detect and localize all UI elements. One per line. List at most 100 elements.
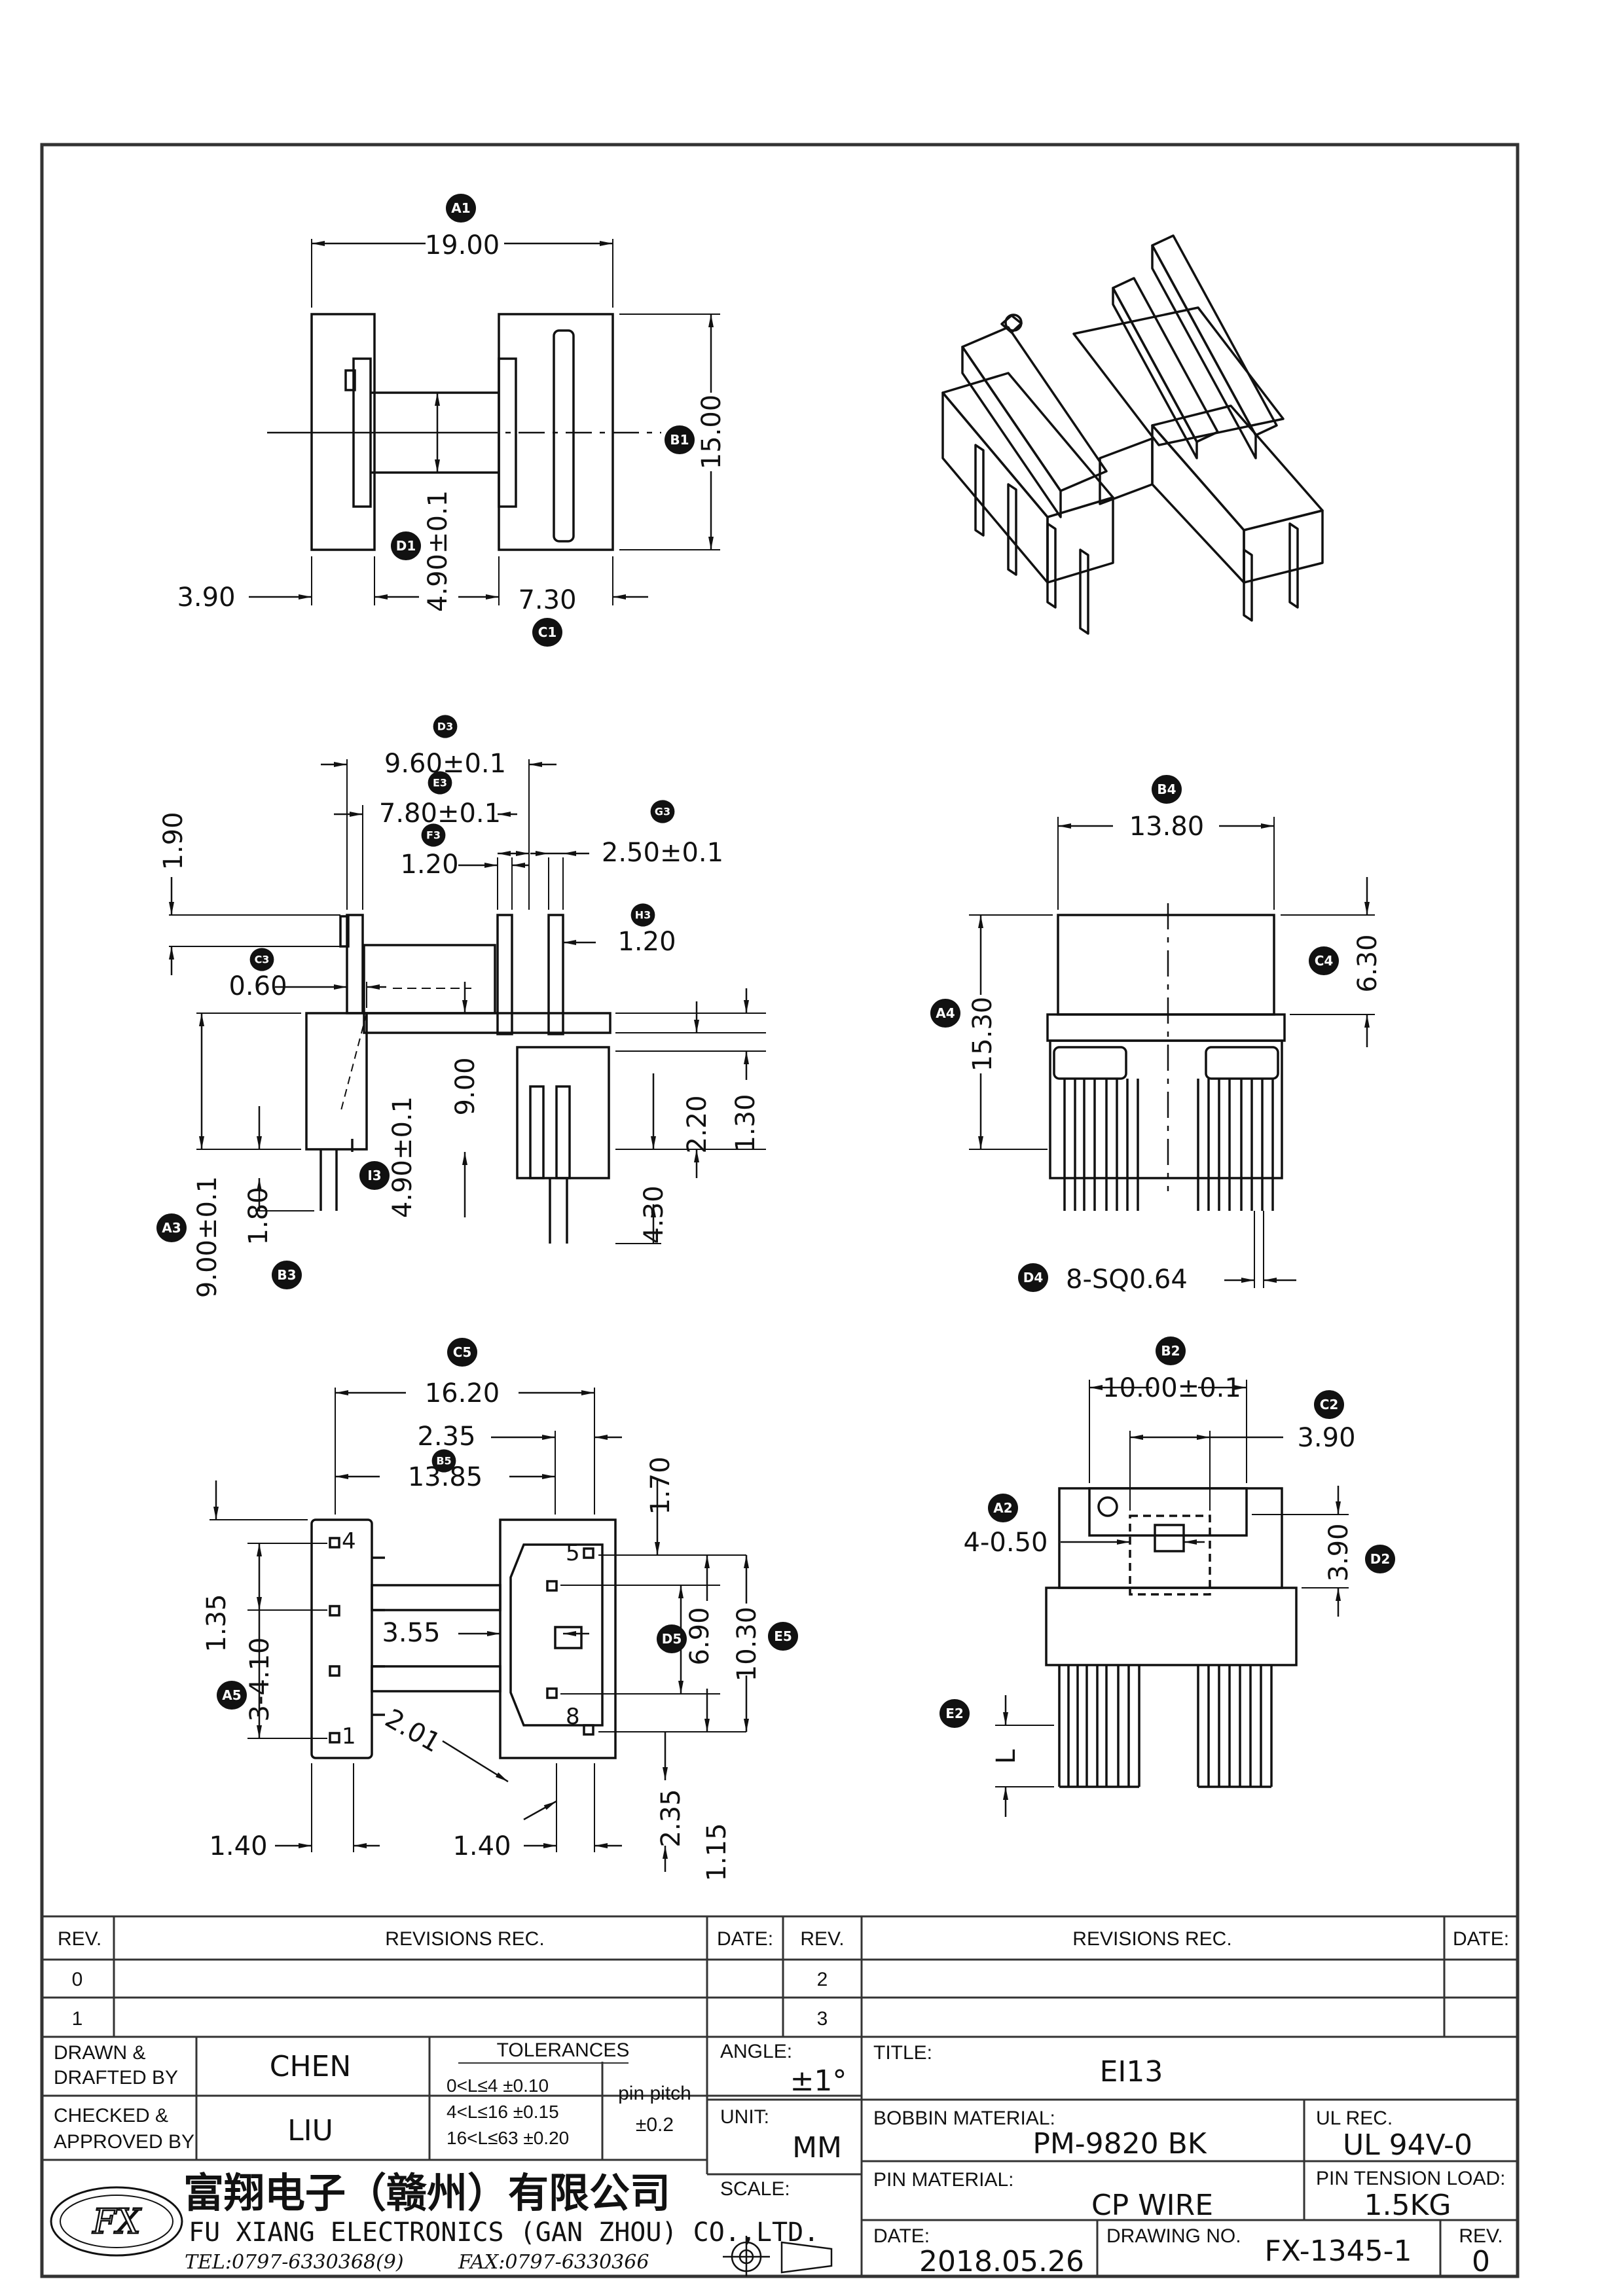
logo-text: FX bbox=[92, 2202, 141, 2242]
rev-header-left: REV. bbox=[58, 1928, 101, 1950]
company-name-cn: 富翔电子（赣州）有限公司 bbox=[183, 2169, 670, 2217]
unit-value: MM bbox=[792, 2131, 842, 2164]
angle-value: ±1° bbox=[790, 2064, 847, 2098]
title-value: EI13 bbox=[1100, 2055, 1163, 2089]
unit-label: UNIT: bbox=[720, 2106, 769, 2128]
date-value: 2018.05.26 bbox=[919, 2245, 1084, 2278]
company-fax: FAX:0797-6330366 bbox=[458, 2251, 649, 2274]
tolerance-1: 0<L≤4 ±0.10 bbox=[447, 2075, 549, 2096]
title-block-lines bbox=[42, 1915, 1518, 2276]
label-a2: A2 bbox=[993, 1500, 1012, 1516]
dim-690: 6.90 bbox=[685, 1607, 715, 1665]
label-a4: A4 bbox=[936, 1005, 955, 1021]
checked-label-2: APPROVED BY bbox=[54, 2131, 194, 2153]
front-view-text: 13.80 15.30 6.30 8-SQ0.64 B4 A4 C4 D4 bbox=[930, 775, 1383, 1295]
label-c4: C4 bbox=[1315, 953, 1334, 969]
label-a1: A1 bbox=[451, 200, 470, 216]
dim-c5: 16.20 bbox=[425, 1378, 500, 1408]
dim-b4: 13.80 bbox=[1129, 812, 1205, 842]
end-view bbox=[995, 1380, 1349, 1817]
label-d1: D1 bbox=[396, 538, 416, 554]
dim-115: 1.15 bbox=[702, 1823, 732, 1881]
date-header-left: DATE: bbox=[717, 1928, 773, 1950]
rev-row-0: 0 bbox=[72, 1969, 83, 1990]
dim-220: 2.20 bbox=[682, 1095, 712, 1153]
dim-a2: 4-0.50 bbox=[964, 1528, 1048, 1558]
label-d3: D3 bbox=[437, 721, 453, 733]
label-b2: B2 bbox=[1161, 1343, 1180, 1359]
rec-header-right: REVISIONS REC. bbox=[1072, 1928, 1231, 1950]
rev-row-1: 1 bbox=[72, 2008, 83, 2030]
dim-9: 9.00 bbox=[450, 1057, 481, 1115]
drawing-no-label: DRAWING NO. bbox=[1106, 2225, 1241, 2247]
tolerance-2: 4<L≤16 ±0.15 bbox=[447, 2102, 559, 2122]
dim-130: 1.30 bbox=[731, 1094, 761, 1152]
pin-tension-value: 1.5KG bbox=[1364, 2189, 1451, 2222]
projection-symbol-icon bbox=[723, 2236, 833, 2276]
side-view-text: 9.60±0.1 7.80±0.1 1.20 2.50±0.1 1.20 1.9… bbox=[156, 715, 761, 1298]
pin-label-1: 1 bbox=[342, 1723, 356, 1749]
date-header-right: DATE: bbox=[1453, 1928, 1509, 1950]
company-block: FX 富翔电子（赣州）有限公司 FU XIANG ELECTRONICS (GA… bbox=[50, 2169, 819, 2274]
sheet-border bbox=[40, 143, 1520, 2278]
label-b4: B4 bbox=[1157, 781, 1176, 797]
dim-135: 1.35 bbox=[202, 1594, 232, 1652]
label-e2: E2 bbox=[945, 1706, 964, 1721]
label-h3: H3 bbox=[635, 909, 651, 922]
dim-d2: 3.90 bbox=[1324, 1523, 1354, 1581]
date-label: DATE: bbox=[873, 2225, 930, 2247]
side-view bbox=[169, 759, 766, 1244]
dim-f3: 1.20 bbox=[400, 850, 458, 880]
dim-c3: 0.60 bbox=[228, 971, 287, 1001]
scale-label: SCALE: bbox=[720, 2178, 790, 2200]
label-b1: B1 bbox=[670, 432, 689, 448]
dim-430: 4.30 bbox=[639, 1185, 669, 1244]
dim-e5: 10.30 bbox=[732, 1607, 762, 1682]
end-view-text: 10.00±0.1 3.90 4-0.50 3.90 L B2 C2 A2 D2… bbox=[939, 1336, 1395, 1764]
dim-c2: 3.90 bbox=[1297, 1423, 1355, 1453]
pin-material-value: CP WIRE bbox=[1091, 2189, 1213, 2222]
dim-170: 1.70 bbox=[646, 1456, 676, 1515]
dim-c1: 7.30 bbox=[518, 585, 576, 615]
tolerance-3: 16<L≤63 ±0.20 bbox=[447, 2128, 569, 2148]
label-c3: C3 bbox=[255, 954, 270, 966]
tolerances-title: TOLERANCES bbox=[497, 2039, 630, 2061]
checked-value: LIU bbox=[287, 2114, 333, 2147]
title-block: DRAWN & DRAFTED BY CHEN CHECKED & APPROV… bbox=[54, 2039, 1506, 2278]
ul-value: UL 94V-0 bbox=[1343, 2128, 1472, 2162]
dim-g3: 2.50±0.1 bbox=[602, 838, 723, 868]
dim-h3: 1.20 bbox=[617, 927, 676, 957]
dim-b1: 15.00 bbox=[697, 395, 727, 470]
dim-201: 2.01 bbox=[380, 1704, 445, 1759]
label-g3: G3 bbox=[655, 806, 670, 818]
title-label: TITLE: bbox=[873, 2042, 932, 2064]
company-logo-icon: FX bbox=[50, 2186, 183, 2257]
label-i3: I3 bbox=[367, 1168, 381, 1183]
company-tel: TEL:0797-6330368(9) bbox=[185, 2251, 404, 2274]
label-c5: C5 bbox=[453, 1344, 472, 1360]
pin-pitch-label: pin pitch bbox=[618, 2083, 691, 2104]
dim-d1: 4.90±0.1 bbox=[423, 490, 453, 612]
checked-label-1: CHECKED & bbox=[54, 2105, 168, 2126]
drawn-label-2: DRAFTED BY bbox=[54, 2067, 178, 2089]
pin-label-8: 8 bbox=[566, 1704, 580, 1730]
label-c2: C2 bbox=[1320, 1397, 1339, 1412]
dim-top: 1.90 bbox=[158, 812, 189, 870]
bottom-view-text: 16.20 2.35 13.85 1.70 1.35 3-4.10 3.55 2… bbox=[202, 1338, 798, 1882]
dim-140-right: 1.40 bbox=[452, 1831, 511, 1861]
label-b5: B5 bbox=[436, 1455, 451, 1467]
bottom-view bbox=[210, 1388, 749, 1872]
drawn-label-1: DRAWN & bbox=[54, 2042, 146, 2064]
pin-tension-label: PIN TENSION LOAD: bbox=[1316, 2168, 1506, 2189]
drawn-value: CHEN bbox=[270, 2050, 352, 2083]
label-d5: D5 bbox=[662, 1631, 682, 1647]
dim-b3: 1.80 bbox=[244, 1187, 274, 1245]
top-view bbox=[249, 239, 720, 605]
dim-355: 3.55 bbox=[382, 1618, 440, 1648]
rev-label: REV. bbox=[1459, 2225, 1503, 2247]
pin-label-5: 5 bbox=[566, 1540, 580, 1566]
rev-header-right: REV. bbox=[800, 1928, 844, 1950]
dim-e3: 7.80±0.1 bbox=[379, 798, 501, 829]
dim-a3: 9.00±0.1 bbox=[192, 1176, 223, 1298]
